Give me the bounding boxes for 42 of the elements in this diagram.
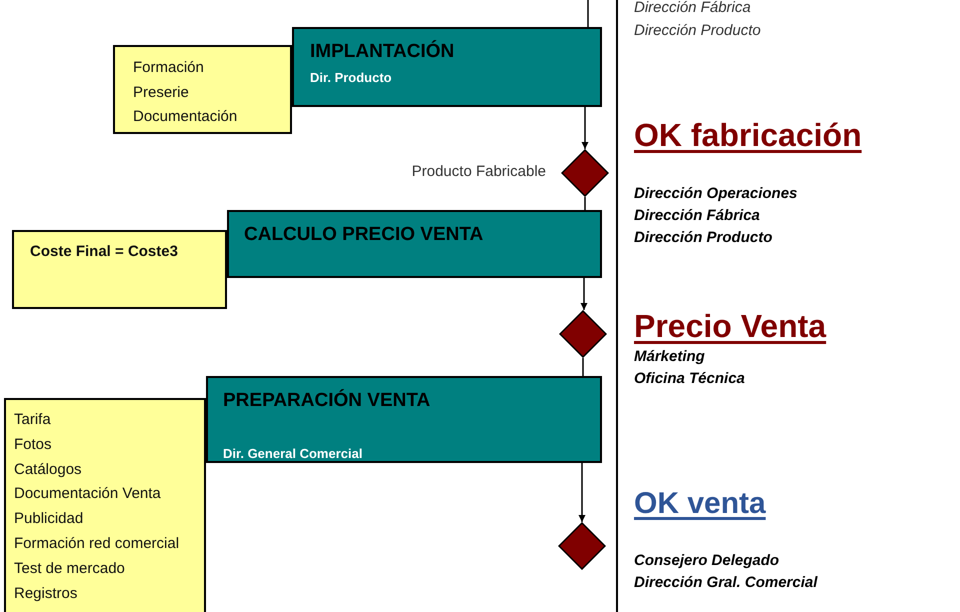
note-text: Documentación [133,108,238,125]
process-title: CALCULO PRECIO VENTA [244,224,484,246]
arrow [580,278,588,310]
responsible-text: Dirección Producto [634,22,761,39]
responsible-text: Dirección Fábrica [634,207,760,224]
note-text: Formación red comercial [14,535,180,552]
milestone-heading: Precio Venta [634,308,826,345]
note-text: Formación [133,59,204,76]
process-box [292,27,602,107]
process-title: PREPARACIÓN VENTA [223,390,430,412]
responsible-text: Dirección Fábrica [634,0,751,16]
process-title: IMPLANTACIÓN [310,41,454,63]
note-text: Documentación Venta [14,485,161,502]
decision-label: Producto Fabricable [412,163,546,180]
process-box [227,210,602,278]
note-box [12,230,227,309]
responsible-text: Oficina Técnica [634,370,745,387]
note-text: Coste Final = Coste3 [30,243,178,260]
responsible-text: Dirección Producto [634,229,772,246]
responsible-text: Dirección Gral. Comercial [634,574,818,591]
note-box [4,398,206,612]
process-box [206,376,602,463]
note-text: Preserie [133,84,189,100]
decision-diamond [558,522,606,570]
milestone-heading: OK fabricación [634,117,862,154]
responsible-text: Dirección Operaciones [634,185,798,202]
note-text: Catálogos [14,460,82,478]
responsible-text: Márketing [634,348,705,365]
note-text: Fotos [14,436,52,453]
arrow [582,107,588,149]
note-box [113,45,292,134]
decision-diamond [561,149,609,197]
process-owner: Dir. General Comercial [223,446,362,461]
process-owner: Dir. Producto [310,70,392,85]
note-text: Publicidad [14,510,84,528]
note-text: Test de mercado [14,560,125,577]
responsible-text: Consejero Delegado [634,552,780,569]
arrow [578,463,586,522]
milestone-heading: OK venta [634,487,766,521]
note-text: Registros [14,584,78,602]
decision-diamond [559,310,607,358]
note-text: Tarifa [14,411,51,428]
